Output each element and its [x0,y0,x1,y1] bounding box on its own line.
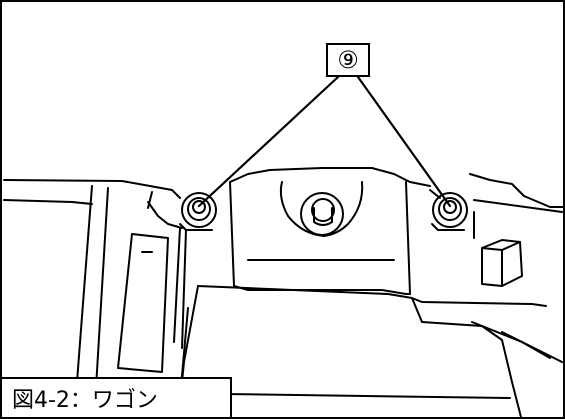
figure-caption: 図4-2：ワゴン [2,377,232,417]
center-bracket [229,181,411,295]
left-bolt [179,192,217,231]
lower-tray [177,285,563,417]
right-block [481,239,523,287]
leader-lines [197,75,452,208]
body-panel [3,167,563,239]
callout-label: ⑨ [326,43,370,77]
right-bolt [431,192,468,231]
